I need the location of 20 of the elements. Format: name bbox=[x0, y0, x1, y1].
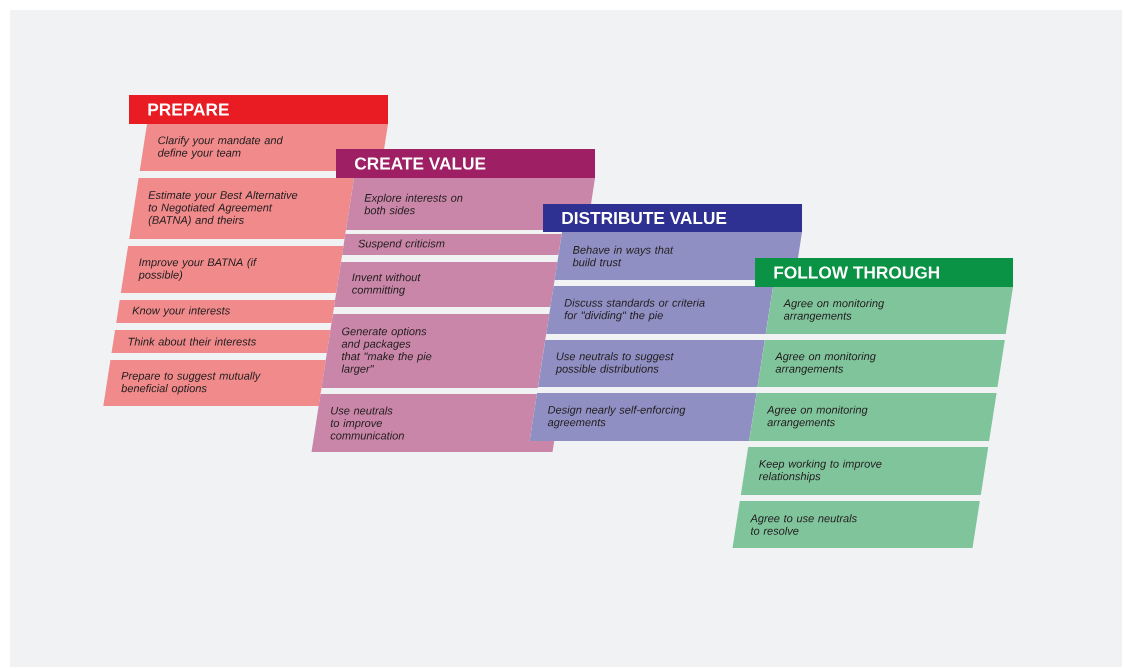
header-bar: CREATE VALUE bbox=[336, 149, 595, 178]
step-band: Think about their interests bbox=[111, 330, 331, 353]
step-band: Use neutrals to suggest possible distributions bbox=[538, 340, 765, 387]
step-band: Prepare to suggest mutually beneficial options bbox=[103, 360, 326, 406]
step-band: Agree to use neutrals to resolve bbox=[732, 501, 980, 548]
step-band: Improve your BATNA (if possible) bbox=[120, 246, 344, 293]
step-band: Discuss standards or criteria for "dividing" the pie bbox=[546, 286, 773, 334]
step-band: Agree on monitoring arrangements bbox=[749, 393, 997, 441]
step-band: Keep working to improve relationships bbox=[740, 447, 989, 495]
step-band: Estimate your Best Alternative to Negotiated Agreement (BATNA) and theirs bbox=[129, 178, 354, 239]
step-band: Design nearly self-enforcing agreements bbox=[529, 393, 757, 441]
step-band: Know your interests bbox=[116, 300, 336, 323]
header-bar: FOLLOW THROUGH bbox=[755, 258, 1013, 287]
step-band: Agree on monitoring arrangements bbox=[757, 340, 1005, 387]
header-bar: PREPARE bbox=[129, 95, 388, 124]
step-band: Agree on monitoring arrangements bbox=[765, 287, 1013, 334]
step-band: Generate options and packages that "make the pie larger" bbox=[321, 314, 550, 388]
step-band: Invent without committing bbox=[334, 262, 558, 307]
header-bar: DISTRIBUTE VALUE bbox=[543, 204, 802, 232]
step-band: Suspend criticism bbox=[342, 234, 562, 255]
